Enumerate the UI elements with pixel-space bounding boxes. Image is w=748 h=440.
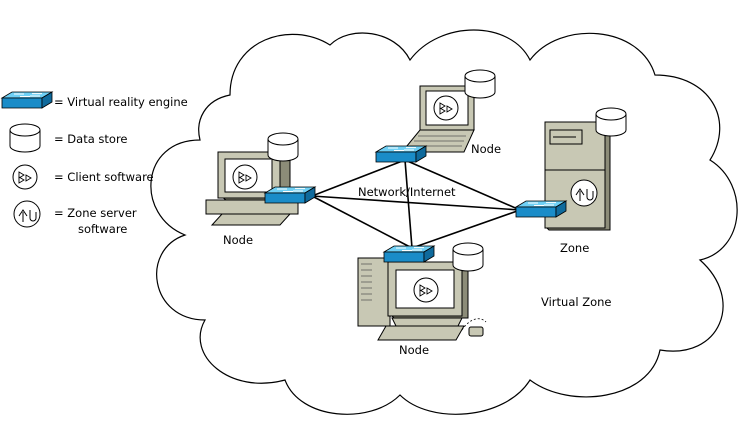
zone-server: Zone [515,107,627,255]
node-bottom: Node [357,242,487,357]
engine-icon [264,186,316,204]
legend-zone-label-1: = Zone server [54,206,137,220]
zone-label: Zone [560,241,589,255]
virtual-zone-label: Virtual Zone [541,295,612,309]
network-links [311,159,521,249]
data-store-legend-icon [9,123,41,153]
data-store-icon [452,242,484,272]
node-top: Node [375,69,501,163]
data-store-icon [464,69,496,99]
legend: = Virtual reality engine = Data store = … [1,91,188,236]
engine-icon [383,245,435,263]
zone-server-icon [570,179,598,207]
client-icon [433,95,459,121]
engine-icon [375,145,427,163]
data-store-icon [267,132,299,162]
node-bottom-label: Node [399,343,429,357]
engine-icon [515,200,567,218]
network-label: Network/Internet [358,185,456,199]
engine-legend-icon [1,91,53,109]
legend-client-label: = Client software [54,170,154,184]
legend-engine-label: = Virtual reality engine [54,95,188,109]
legend-zone-label-2: software [78,222,127,236]
node-top-label: Node [471,142,501,156]
node-left-label: Node [223,233,253,247]
data-store-icon [595,107,627,137]
client-legend-icon [12,164,38,190]
node-left: Node [205,132,316,247]
client-icon [413,277,439,303]
legend-store-label: = Data store [54,132,128,146]
zone-server-legend-icon [13,200,41,228]
client-icon [232,164,258,190]
